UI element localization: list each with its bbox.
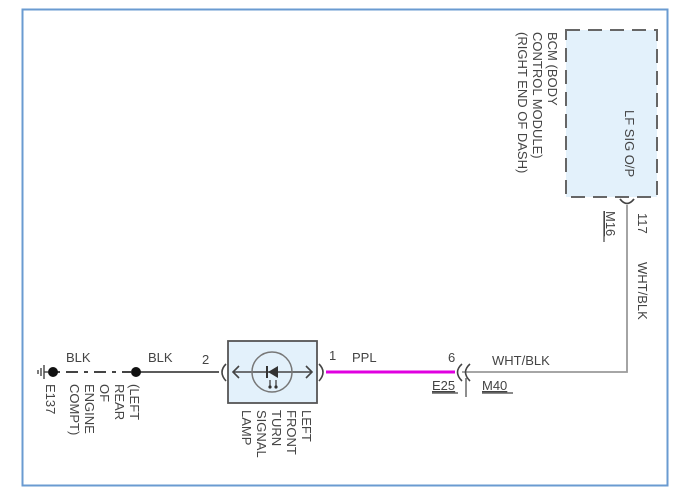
led-light-dot-2 — [274, 385, 278, 389]
bcm-name-line-1: BCM (BODY — [545, 32, 560, 106]
ground-location-line-5: COMPT) — [67, 384, 82, 435]
bcm-connector-id: M16 — [603, 211, 618, 236]
bcm-box[interactable] — [565, 29, 658, 198]
ground-point — [48, 367, 58, 377]
lamp-pin1-number: 1 — [329, 348, 336, 363]
lamp-pin1-terminal — [318, 363, 324, 382]
ground-location-line-4: ENGINE — [82, 384, 97, 434]
lamp-arrow-right — [305, 365, 314, 379]
diagram-frame — [21, 8, 669, 487]
inline-connector-male — [464, 363, 471, 382]
bcm-name-line-3: (RIGHT END OF DASH) — [515, 32, 530, 173]
wire-blk-solid-label: BLK — [148, 350, 173, 365]
led-icon — [268, 366, 278, 378]
lamp-pin2-terminal — [221, 363, 227, 382]
lamp-pin2-number: 2 — [202, 352, 209, 367]
lamp-name-line-3: TURN — [269, 410, 284, 446]
wire-blk-dashed-label: BLK — [66, 350, 91, 365]
bcm-pin-number: 117 — [635, 213, 650, 234]
lamp-bulb-circle — [251, 351, 293, 393]
lamp-name-line-1: LEFT — [299, 410, 314, 442]
wire-ppl-label: PPL — [352, 350, 377, 365]
ground-icon — [37, 365, 48, 379]
lamp-name-line-5: LAMP — [239, 410, 254, 445]
lamp-arrow-left — [231, 365, 240, 379]
ground-location-line-1: (LEFT — [127, 384, 142, 420]
bcm-name-line-2: CONTROL MODULE) — [530, 32, 545, 159]
ground-id: E137 — [43, 384, 58, 414]
led-light-dot-1 — [268, 385, 272, 389]
ground-location-line-2: REAR — [112, 384, 127, 420]
lamp-name-line-2: FRONT — [284, 410, 299, 455]
bcm-pin-function-label: LF SIG O/P — [622, 110, 637, 177]
inline-connector-e25: E25 — [432, 378, 455, 393]
inline-connector-female — [456, 363, 463, 382]
inline-connector-m40: M40 — [482, 378, 507, 393]
wire-wht-blk[interactable] — [462, 205, 628, 373]
wire-wht-blk-vertical-label: WHT/BLK — [635, 262, 650, 320]
inline-connector-pin: 6 — [448, 350, 455, 365]
wire-wht-blk-horizontal-label: WHT/BLK — [492, 353, 550, 368]
bcm-pin-terminal — [619, 198, 635, 205]
lamp-name-line-4: SIGNAL — [254, 410, 269, 458]
splice-point — [131, 367, 141, 377]
ground-location-line-3: OF — [97, 384, 112, 402]
